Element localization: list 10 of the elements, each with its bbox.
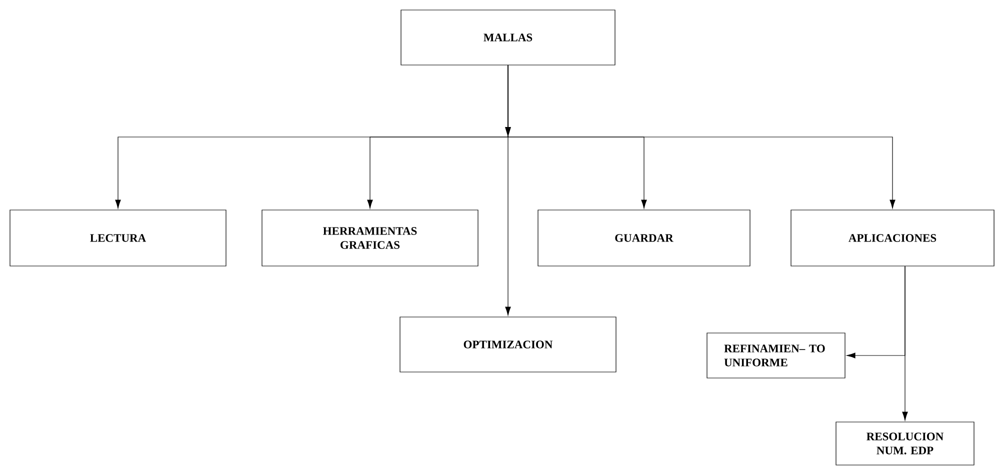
process-box: MALLAS (400, 10, 616, 66)
process-box: REFINAMIEN– TO UNIFORME (706, 332, 846, 378)
process-box: OPTIMIZACION (400, 316, 616, 372)
process-box: HERRAMIENTAS GRAFICAS (262, 210, 478, 266)
process-box: APLICACIONES (790, 210, 994, 266)
process-box: LECTURA (10, 210, 226, 266)
process-box: GUARDAR (538, 210, 750, 266)
arrow (508, 65, 896, 208)
process-box: RESOLUCION NUM. EDP (836, 422, 974, 466)
arrow (902, 266, 908, 420)
